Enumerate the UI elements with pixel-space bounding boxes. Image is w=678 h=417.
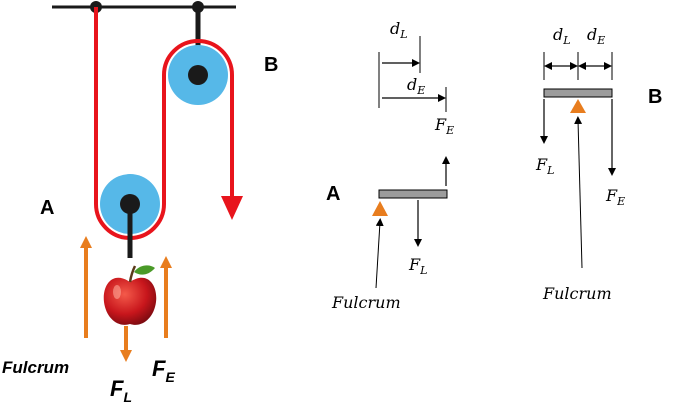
pulley-effort-force-subscript: E bbox=[165, 369, 175, 385]
lever-a-beam bbox=[378, 189, 448, 199]
lever-a-dl-label: dL bbox=[390, 19, 408, 41]
lever-a-fulcrum-pointer bbox=[375, 218, 384, 289]
lever-a-de-label: dE bbox=[407, 75, 425, 97]
rope bbox=[94, 7, 234, 240]
lever-a-fe-symbol: F bbox=[434, 115, 447, 134]
lever-a-dl-symbol: d bbox=[390, 19, 400, 38]
lever-b-fulcrum-pointer bbox=[574, 116, 583, 269]
lever-a-de-subscript: E bbox=[416, 84, 425, 97]
lever-b-de-symbol: d bbox=[587, 25, 597, 44]
rope-pull-arrowhead bbox=[221, 196, 243, 220]
lever-b-fe-label: FE bbox=[605, 186, 625, 208]
lever-a-dl-subscript: L bbox=[399, 28, 407, 41]
lever-a-fl-label: FL bbox=[408, 255, 427, 277]
pulley-load-force-label: FL bbox=[110, 376, 132, 405]
lever-a-fl-symbol: F bbox=[408, 255, 421, 274]
pulley-load-force-symbol: F bbox=[110, 376, 124, 401]
pulley-load-force-subscript: L bbox=[123, 389, 132, 405]
lever-b-fl-symbol: F bbox=[535, 155, 548, 174]
lever-b-fe-subscript: E bbox=[616, 195, 625, 208]
lever-b: B dL dE FL FE Fulcrum bbox=[535, 25, 662, 303]
pulley-system: B A Fulcrum FL FE bbox=[2, 1, 278, 405]
apple-image bbox=[103, 265, 157, 325]
lever-b-fl-subscript: L bbox=[546, 164, 554, 177]
lever-a-de-symbol: d bbox=[407, 75, 417, 94]
lever-b-fl-label: FL bbox=[535, 155, 554, 177]
pulley-fulcrum-label: Fulcrum bbox=[2, 358, 69, 377]
pulley-label-b: B bbox=[264, 54, 278, 76]
lever-a-fe-label: FE bbox=[434, 115, 454, 137]
lever-a-fulcrum-triangle bbox=[372, 201, 388, 216]
lever-b-dl-symbol: d bbox=[553, 25, 563, 44]
lever-a-label: A bbox=[326, 183, 340, 205]
lever-a-fl-subscript: L bbox=[419, 264, 427, 277]
pulley-effort-force-label: FE bbox=[152, 356, 175, 385]
lever-b-fulcrum-triangle bbox=[570, 99, 586, 113]
lever-b-dl-label: dL bbox=[553, 25, 571, 47]
lever-b-label: B bbox=[648, 86, 662, 108]
pulley-label-a: A bbox=[40, 197, 54, 219]
lever-b-fulcrum-label: Fulcrum bbox=[542, 284, 612, 303]
upper-pulley-hub bbox=[188, 65, 208, 85]
lever-b-dl-subscript: L bbox=[562, 34, 570, 47]
lever-b-de-label: dE bbox=[587, 25, 605, 47]
lever-a-fe-subscript: E bbox=[445, 124, 454, 137]
lever-b-beam bbox=[543, 88, 613, 98]
lever-a: A dL dE FE FL Fulcrum bbox=[326, 19, 454, 312]
lever-b-fe-symbol: F bbox=[605, 186, 618, 205]
lever-b-de-subscript: E bbox=[596, 34, 605, 47]
lever-a-fulcrum-label: Fulcrum bbox=[331, 293, 401, 312]
pulley-effort-force-symbol: F bbox=[152, 356, 166, 381]
